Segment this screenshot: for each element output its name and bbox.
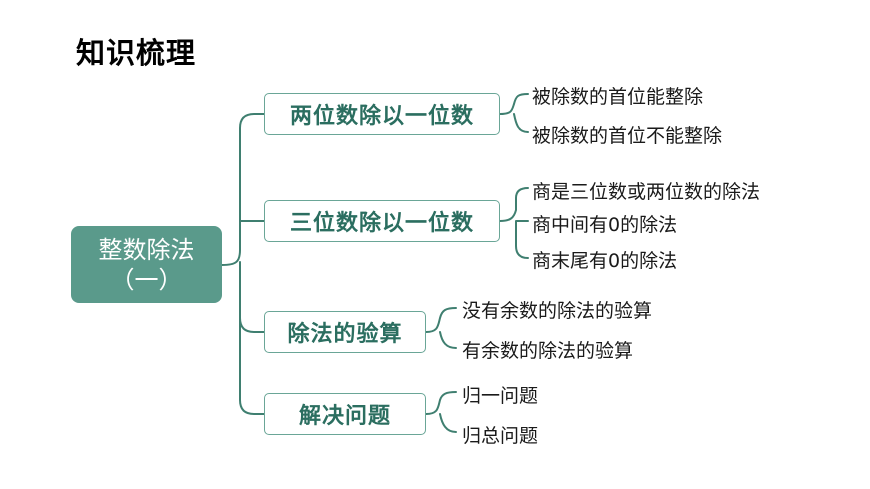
leaf-item: 归一问题 <box>462 385 539 407</box>
leaf-item: 商中间有0的除法 <box>532 214 678 236</box>
branch-node-two-digit: 两位数除以一位数 <box>264 93 500 135</box>
branch-node-problems: 解决问题 <box>264 393 426 435</box>
trunk-connector-4 <box>239 317 265 415</box>
leaf-item: 商是三位数或两位数的除法 <box>532 181 761 203</box>
branch-node-three-digit: 三位数除以一位数 <box>264 200 500 242</box>
page-title: 知识梳理 <box>76 36 197 70</box>
brace-branch-3 <box>425 307 457 349</box>
brace-branch-2 <box>499 187 529 259</box>
root-title: 整数除法 <box>98 235 195 264</box>
leaf-item: 被除数的首位不能整除 <box>532 125 723 147</box>
leaf-item: 没有余数的除法的验算 <box>462 300 653 322</box>
branch-node-check: 除法的验算 <box>264 311 426 353</box>
brace-branch-1 <box>499 93 529 133</box>
trunk-connector <box>221 113 265 266</box>
leaf-item: 归总问题 <box>462 425 539 447</box>
root-subtitle: （一） <box>110 265 183 294</box>
leaf-item: 商末尾有0的除法 <box>532 250 678 272</box>
trunk-connector-3 <box>239 261 265 333</box>
brace-branch-4 <box>425 391 457 433</box>
leaf-item: 有余数的除法的验算 <box>462 340 634 362</box>
root-node: 整数除法 （一） <box>71 226 222 303</box>
leaf-item: 被除数的首位能整除 <box>532 86 704 108</box>
